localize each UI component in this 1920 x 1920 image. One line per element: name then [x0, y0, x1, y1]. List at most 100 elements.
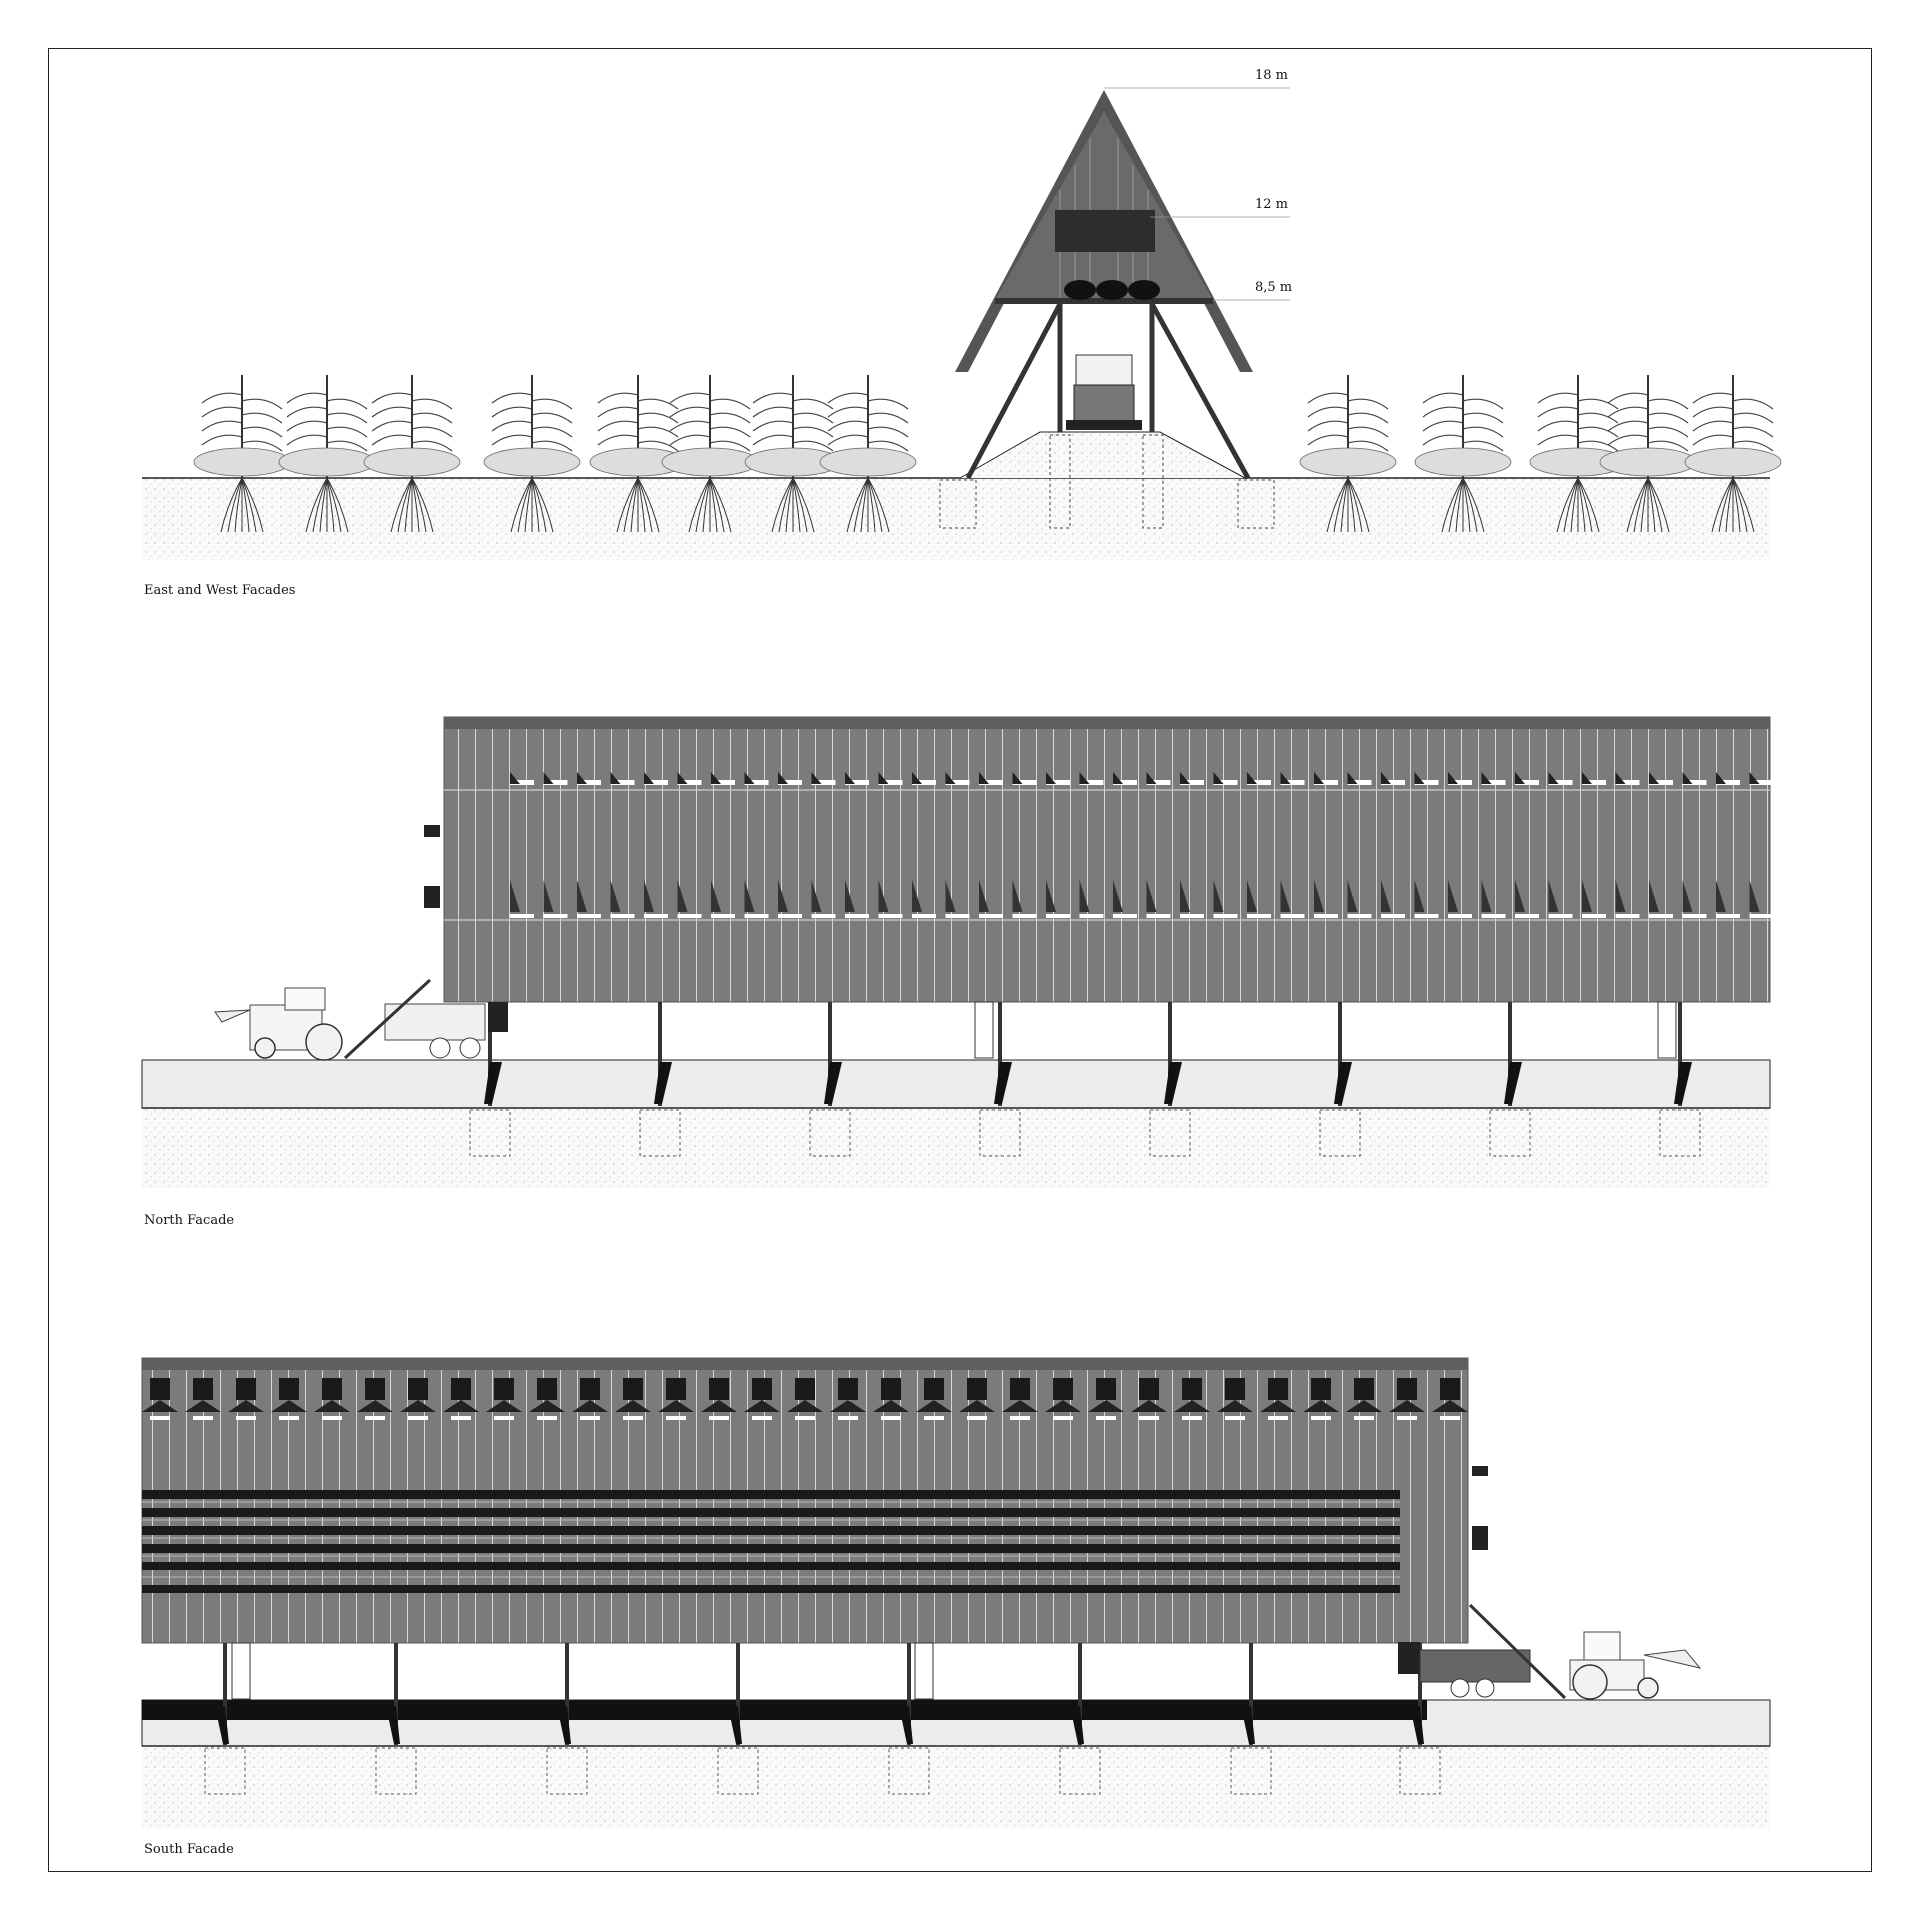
louvre-slot	[1582, 780, 1606, 785]
window-hood	[572, 1400, 608, 1412]
drawing-frame	[48, 48, 1872, 1872]
column-shadow	[215, 1706, 229, 1744]
louvre-shadow	[811, 772, 822, 784]
column	[1508, 1002, 1512, 1106]
window-hood	[787, 1400, 823, 1412]
window-hood	[314, 1400, 350, 1412]
louvre-shadow	[1247, 880, 1257, 912]
louvre-shadow	[1615, 880, 1626, 912]
louvre-shadow	[1046, 772, 1056, 784]
window-slot	[1139, 1416, 1159, 1420]
south-elevation	[141, 1357, 1771, 1828]
louvre-slot	[1079, 780, 1104, 785]
footing	[375, 1747, 417, 1795]
column-shadow	[484, 1062, 502, 1104]
louvre-shadow	[1280, 880, 1291, 912]
window-hood	[228, 1400, 264, 1412]
louvre-slot	[677, 780, 702, 785]
window-opening	[967, 1378, 987, 1400]
window-hood	[400, 1400, 436, 1412]
column	[223, 1643, 227, 1745]
footing	[1059, 1747, 1101, 1795]
window-opening	[537, 1378, 557, 1400]
corn-plant	[193, 375, 291, 533]
column-shadow	[1674, 1062, 1692, 1104]
louvre-slot	[1481, 914, 1506, 918]
window-opening	[924, 1378, 944, 1400]
machine-room	[1055, 210, 1155, 252]
corn-plants	[193, 375, 1782, 533]
north-plinth	[141, 1059, 1771, 1109]
footing	[639, 1109, 681, 1157]
louvre-shadow	[1481, 772, 1492, 784]
louvre-shadow	[1247, 772, 1257, 784]
louvre-slot	[744, 914, 769, 918]
window-opening	[322, 1378, 342, 1400]
louvre-slot	[1079, 914, 1104, 918]
footing	[1659, 1109, 1701, 1157]
north-ladders	[974, 1001, 1677, 1059]
north-columns	[484, 1002, 1692, 1106]
window-slot	[150, 1416, 170, 1420]
column-shadow	[1504, 1062, 1522, 1104]
louvre-shadow	[577, 880, 587, 912]
louvre-shadow	[1314, 772, 1324, 784]
louvre-shadow	[811, 880, 822, 912]
south-band-rails	[142, 1501, 1400, 1578]
column-shadow	[994, 1062, 1012, 1104]
window-slot	[838, 1416, 858, 1420]
louvre-slot	[610, 914, 635, 918]
louvre-slot	[1682, 914, 1707, 918]
louvre-shadow	[1347, 880, 1358, 912]
footings-ew	[939, 434, 1275, 529]
window-slot	[1397, 1416, 1417, 1420]
louvre-shadow	[644, 880, 654, 912]
louvre-shadow	[1213, 880, 1224, 912]
louvre-shadow	[979, 880, 989, 912]
louvre-shadow	[1515, 772, 1525, 784]
louvre-slot	[1414, 780, 1439, 785]
footing	[888, 1747, 930, 1795]
window-slot	[623, 1416, 643, 1420]
louvre-slot	[577, 780, 601, 785]
window-hood	[142, 1400, 178, 1412]
window-slot	[1096, 1416, 1116, 1420]
louvre-slot	[543, 914, 568, 918]
louvre-shadow	[778, 880, 788, 912]
louvre-shadow	[1180, 772, 1190, 784]
window-hood	[185, 1400, 221, 1412]
louvre-shadow	[1079, 880, 1090, 912]
louvre-shadow	[711, 880, 721, 912]
louvre-slot	[1247, 914, 1271, 918]
louvre-shadow	[845, 880, 855, 912]
column-shadow	[557, 1706, 571, 1744]
column-shadow	[1070, 1706, 1084, 1744]
window-hood	[1045, 1400, 1081, 1412]
dimension-12m: 12 m	[1255, 197, 1289, 212]
column	[1418, 1643, 1422, 1745]
window-slot	[279, 1416, 299, 1420]
louvre-shadow	[677, 772, 688, 784]
louvre-slot	[945, 780, 970, 785]
window-opening	[795, 1378, 815, 1400]
louvre-shadow	[610, 772, 621, 784]
louvre-slot	[912, 914, 936, 918]
corn-plant	[1599, 375, 1697, 533]
louvre-shadow	[711, 772, 721, 784]
louvre-shadow	[1649, 772, 1659, 784]
louvre-shadow	[979, 772, 989, 784]
louvre-slot	[1146, 780, 1171, 785]
window-slot	[881, 1416, 901, 1420]
louvre-slot	[1649, 914, 1673, 918]
louvre-shadow	[1682, 772, 1693, 784]
louvre-shadow	[945, 880, 956, 912]
dimension-8-5m: 8,5 m	[1255, 280, 1293, 295]
window-opening	[881, 1378, 901, 1400]
louvre-shadow	[1012, 772, 1023, 784]
window-hood	[1131, 1400, 1167, 1412]
column-shadow	[1241, 1706, 1255, 1744]
south-upper-windows	[142, 1378, 1468, 1420]
corn-plant	[661, 375, 759, 533]
corn-plant	[744, 375, 842, 533]
